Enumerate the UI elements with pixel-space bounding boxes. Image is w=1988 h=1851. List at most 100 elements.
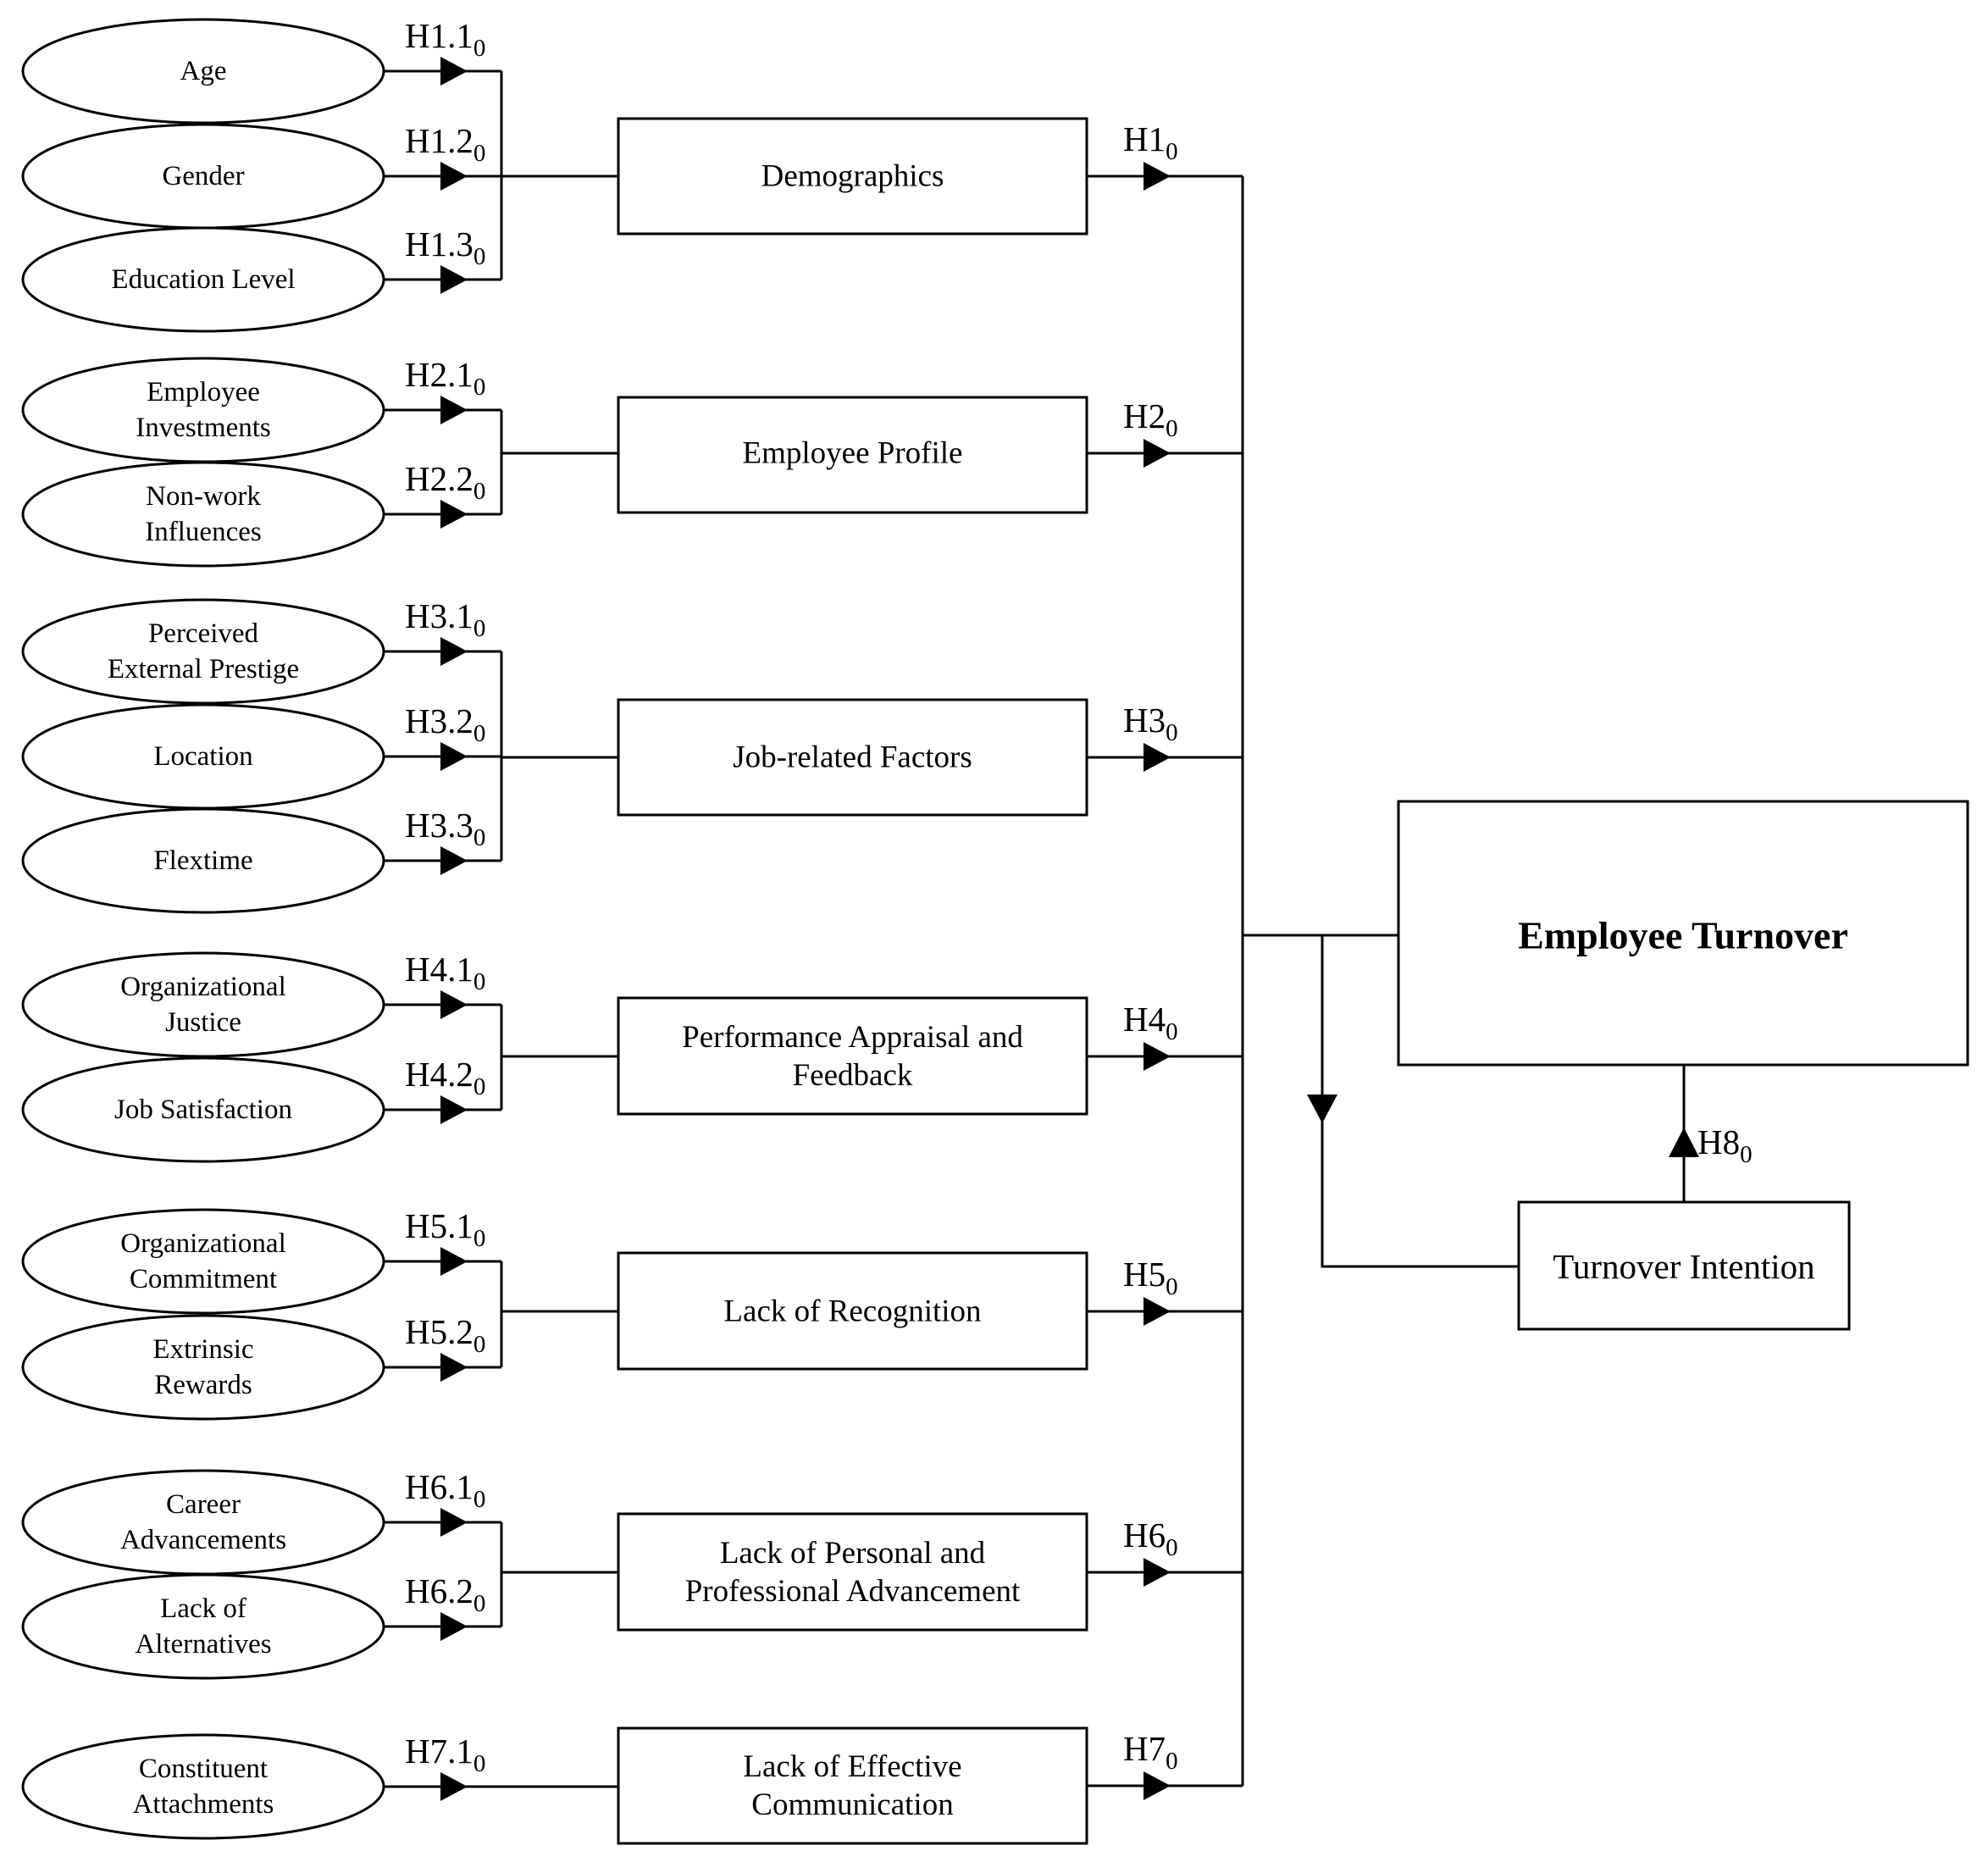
hypothesis-h5-2-base: H5.2 (405, 1312, 473, 1351)
construct-box-lack-of-recognition (617, 1251, 1088, 1371)
hypothesis-h3-1-base: H3.1 (405, 596, 473, 635)
factor-oval-age (21, 18, 385, 125)
hypothesis-h5-2-subscript: 0 (473, 1331, 486, 1358)
hypothesis-h3-3: H3.30 (405, 806, 485, 851)
arrowhead-lack-of-alternatives (440, 1612, 468, 1641)
arrowhead-flextime (440, 846, 468, 875)
hypothesis-h4-1-base: H4.1 (405, 950, 473, 989)
construct-label-lack-of-recognition: Lack of Recognition (723, 1294, 981, 1329)
hypothesis-h6-1-subscript: 0 (473, 1486, 486, 1513)
hypothesis-h2-2-base: H2.2 (405, 459, 473, 498)
arrowhead-demographics (1144, 162, 1171, 191)
hypothesis-h3-1: H3.10 (405, 596, 485, 642)
hypothesis-h6-base: H6 (1123, 1516, 1166, 1555)
hypothesis-h4: H40 (1123, 1000, 1178, 1045)
hypothesis-h4-1-subscript: 0 (473, 968, 486, 995)
factor-label-non-work-influences-line-1: Non-work (146, 481, 261, 512)
factor-label-career-advancements-line-1: Career (166, 1489, 241, 1520)
hypothesis-h7-base: H7 (1123, 1729, 1166, 1768)
arrowhead-education-level (440, 265, 468, 294)
hypothesis-h3-3-subscript: 0 (473, 824, 486, 851)
hypothesis-h3-base: H3 (1123, 701, 1166, 740)
factor-label-flextime: Flextime (153, 845, 252, 876)
arrowhead-organizational-commitment (440, 1247, 468, 1276)
factor-label-perceived-external-prestige-line-2: External Prestige (108, 654, 299, 684)
hypothesis-h7-subscript: 0 (1166, 1748, 1178, 1775)
factor-oval-non-work-influences (21, 461, 385, 568)
factor-label-gender: Gender (162, 161, 244, 191)
hypothesis-h6: H60 (1123, 1516, 1178, 1561)
hypothesis-labels: H1.10H1.20H1.30H10H2.10H2.20H20H3.10H3.2… (405, 16, 1753, 1777)
hypothesis-h3-3-base: H3.3 (405, 806, 473, 845)
hypothesis-h1-1-subscript: 0 (473, 35, 486, 62)
factor-oval-organizational-justice (21, 951, 385, 1058)
factor-oval-career-advancements (21, 1469, 385, 1576)
construct-label-lack-of-personal-and-professional-advancement-line-2: Professional Advancement (685, 1574, 1021, 1609)
factor-oval-employee-investments (21, 357, 385, 463)
outcome-box-employee-turnover (1397, 800, 1969, 1067)
hypothesis-h4-2: H4.20 (405, 1055, 485, 1100)
arrowhead-up-to-outcome (1669, 1128, 1699, 1157)
hypothesis-h3-2-subscript: 0 (473, 720, 486, 747)
hypothesis-h3-2-base: H3.2 (405, 701, 473, 740)
hypothesis-h6-1-base: H6.1 (405, 1467, 473, 1506)
hypothesis-h8-subscript: 0 (1740, 1141, 1753, 1168)
construct-label-lack-of-effective-communication-line-1: Lack of Effective (743, 1749, 961, 1784)
hypothesis-h7-1-base: H7.1 (405, 1732, 473, 1771)
hypothesis-h5: H50 (1123, 1255, 1178, 1300)
bus-to-mediator-line (1321, 935, 1519, 1268)
hypothesis-h4-1: H4.10 (405, 950, 485, 995)
construct-box-job-related-factors (617, 698, 1088, 817)
hypothesis-h4-subscript: 0 (1166, 1018, 1178, 1045)
connector-lines (384, 57, 1699, 1801)
hypothesis-h2-2-subscript: 0 (473, 478, 486, 505)
factor-label-location: Location (153, 741, 252, 772)
hypothesis-h4-2-subscript: 0 (473, 1073, 486, 1100)
factor-oval-education-level (21, 226, 385, 333)
hypothesis-h1-subscript: 0 (1166, 138, 1178, 165)
arrowhead-down-to-mediator (1307, 1095, 1337, 1123)
hypothesis-h4-2-base: H4.2 (405, 1055, 473, 1094)
hypothesis-h2-1-subscript: 0 (473, 374, 486, 401)
arrowhead-location (440, 742, 468, 771)
factor-label-constituent-attachments-line-1: Constituent (139, 1754, 268, 1784)
factor-label-organizational-commitment-line-2: Commitment (130, 1264, 277, 1294)
arrowhead-organizational-justice (440, 990, 468, 1019)
factor-label-age: Age (180, 56, 227, 86)
hypothesis-h1-base: H1 (1123, 119, 1166, 158)
hypothesis-h1: H10 (1123, 119, 1178, 165)
arrowhead-lack-of-effective-communication (1144, 1771, 1171, 1800)
arrowhead-employee-investments (440, 396, 468, 424)
factor-oval-flextime (21, 807, 385, 914)
hypothesis-h5-1-base: H5.1 (405, 1206, 473, 1245)
outcome-label: Employee Turnover (1518, 914, 1848, 957)
factor-label-non-work-influences-line-2: Influences (145, 517, 261, 547)
hypothesis-h2-2: H2.20 (405, 459, 485, 505)
factor-oval-constituent-attachments (21, 1733, 385, 1840)
hypothesis-h5-base: H5 (1123, 1255, 1166, 1294)
hypothesis-h1-2: H1.20 (405, 121, 485, 167)
factor-oval-job-satisfaction (21, 1056, 385, 1163)
hypothesis-h6-1: H6.10 (405, 1467, 485, 1513)
construct-box-lack-of-personal-and-professional-advancement (617, 1512, 1088, 1632)
hypothesis-h1-3-base: H1.3 (405, 224, 473, 263)
hypothesis-h1-2-subscript: 0 (473, 140, 486, 167)
hypothesis-h3: H30 (1123, 701, 1178, 746)
hypothesis-h5-1: H5.10 (405, 1206, 485, 1252)
construct-box-demographics (617, 117, 1088, 236)
mediator-label: Turnover Intention (1553, 1247, 1814, 1286)
hypothesis-h3-subscript: 0 (1166, 719, 1178, 746)
hypothesis-h1-3: H1.30 (405, 224, 485, 270)
hypothesis-h8: H80 (1697, 1122, 1753, 1168)
hypothesis-h1-1-base: H1.1 (405, 16, 473, 55)
construct-label-performance-appraisal-and-feedback-line-1: Performance Appraisal and (682, 1020, 1023, 1055)
construct-box-lack-of-effective-communication (617, 1726, 1088, 1845)
factor-label-career-advancements-line-2: Advancements (120, 1525, 286, 1555)
hypothesis-h7-1: H7.10 (405, 1732, 485, 1777)
construct-label-demographics: Demographics (761, 159, 944, 194)
factor-label-constituent-attachments-line-2: Attachments (133, 1789, 274, 1820)
factor-oval-extrinsic-rewards (21, 1314, 385, 1421)
factor-label-education-level: Education Level (111, 264, 295, 295)
